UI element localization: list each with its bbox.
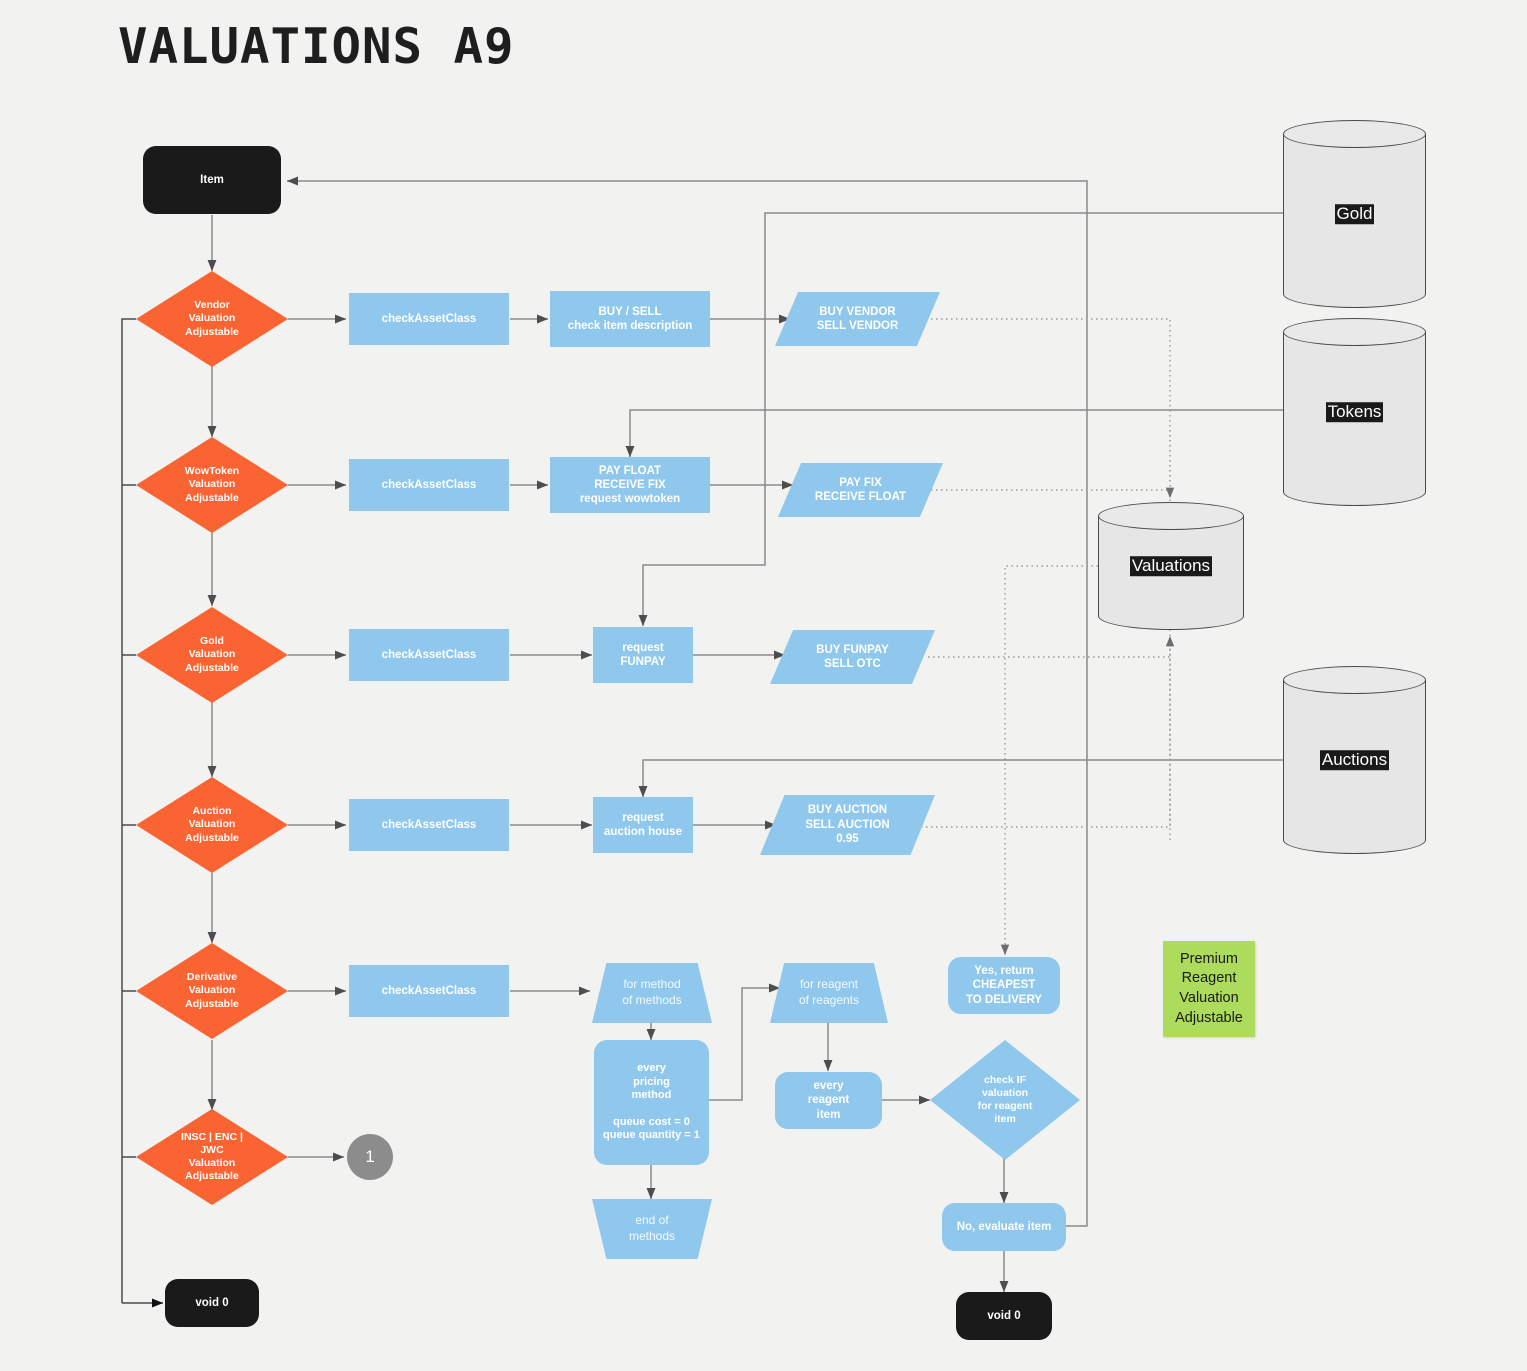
- decision-gold-valuation[interactable]: Gold Valuation Adjustable: [136, 607, 288, 703]
- cylinder-top: [1283, 318, 1426, 346]
- loop-end-of-methods[interactable]: end of methods: [592, 1199, 712, 1259]
- loop-for-reagent-of-reagents[interactable]: for reagent of reagents: [770, 963, 888, 1023]
- process-check-asset-class-gold[interactable]: checkAssetClass: [349, 629, 509, 681]
- output-buy-sell-auction[interactable]: BUY AUCTION SELL AUCTION 0.95: [760, 795, 935, 855]
- database-label: Auctions: [1319, 750, 1390, 770]
- trapezoid-shape: [770, 963, 888, 1023]
- process-yes-return-cheapest-to-delivery[interactable]: Yes, return CHEAPEST TO DELIVERY: [948, 957, 1060, 1014]
- sticky-note-text: Premium Reagent Valuation Adjustable: [1175, 950, 1243, 1026]
- node-void-zero-left[interactable]: void 0: [165, 1279, 259, 1327]
- page-title: VALUATIONS A9: [118, 18, 515, 75]
- database-valuations[interactable]: Valuations: [1098, 502, 1244, 630]
- database-label: Tokens: [1325, 402, 1384, 422]
- decision-vendor-valuation[interactable]: Vendor Valuation Adjustable: [136, 271, 288, 367]
- cylinder-mask: [1284, 824, 1425, 840]
- decision-auction-valuation[interactable]: Auction Valuation Adjustable: [136, 777, 288, 873]
- process-no-evaluate-item[interactable]: No, evaluate item: [942, 1203, 1066, 1251]
- decision-insc-enc-jwc-valuation[interactable]: INSC | ENC | JWC Valuation Adjustable: [136, 1109, 288, 1205]
- decision-check-if-valuation-for-reagent-item[interactable]: check IF valuation for reagent item: [930, 1040, 1080, 1160]
- parallelogram-shape: [760, 795, 935, 855]
- decision-wowtoken-valuation[interactable]: WowToken Valuation Adjustable: [136, 437, 288, 533]
- output-buy-funpay-sell-otc[interactable]: BUY FUNPAY SELL OTC: [770, 630, 935, 684]
- trapezoid-shape: [592, 963, 712, 1023]
- output-buy-sell-vendor[interactable]: BUY VENDOR SELL VENDOR: [775, 292, 940, 346]
- process-every-pricing-method[interactable]: every pricing method queue cost = 0 queu…: [594, 1040, 709, 1165]
- cylinder-top: [1098, 502, 1244, 530]
- trapezoid-shape: [592, 1199, 712, 1259]
- cylinder-top: [1283, 666, 1426, 694]
- database-gold[interactable]: Gold: [1283, 120, 1426, 308]
- node-void-zero-right[interactable]: void 0: [956, 1292, 1052, 1340]
- database-label-wrap: Valuations: [1098, 556, 1244, 576]
- cylinder-top: [1283, 120, 1426, 148]
- process-request-funpay[interactable]: request FUNPAY: [593, 627, 693, 683]
- parallelogram-shape: [778, 463, 943, 517]
- process-check-asset-class-derivative[interactable]: checkAssetClass: [349, 965, 509, 1017]
- cylinder-mask: [1099, 600, 1243, 616]
- node-start-item[interactable]: Item: [143, 146, 281, 214]
- database-tokens[interactable]: Tokens: [1283, 318, 1426, 506]
- process-check-asset-class-vendor[interactable]: checkAssetClass: [349, 293, 509, 345]
- cylinder-mask: [1284, 476, 1425, 492]
- sticky-note-premium-reagent[interactable]: Premium Reagent Valuation Adjustable: [1163, 941, 1255, 1037]
- process-pay-float-receive-fix[interactable]: PAY FLOAT RECEIVE FIX request wowtoken: [550, 457, 710, 513]
- process-check-asset-class-wowtoken[interactable]: checkAssetClass: [349, 459, 509, 511]
- output-pay-fix-receive-float[interactable]: PAY FIX RECEIVE FLOAT: [778, 463, 943, 517]
- parallelogram-shape: [775, 292, 940, 346]
- database-label-wrap: Auctions: [1283, 750, 1426, 770]
- cylinder-mask: [1284, 278, 1425, 294]
- process-every-reagent-item[interactable]: every reagent item: [775, 1072, 882, 1129]
- parallelogram-shape: [770, 630, 935, 684]
- loop-for-method-of-methods[interactable]: for method of methods: [592, 963, 712, 1023]
- database-auctions[interactable]: Auctions: [1283, 666, 1426, 854]
- process-buy-sell-check-description[interactable]: BUY / SELL check item description: [550, 291, 710, 347]
- process-request-auction-house[interactable]: request auction house: [593, 797, 693, 853]
- database-label-wrap: Tokens: [1283, 402, 1426, 422]
- database-label: Valuations: [1129, 556, 1213, 576]
- database-label: Gold: [1334, 204, 1375, 224]
- process-check-asset-class-auction[interactable]: checkAssetClass: [349, 799, 509, 851]
- offpage-connector-1[interactable]: 1: [347, 1134, 393, 1180]
- decision-derivative-valuation[interactable]: Derivative Valuation Adjustable: [136, 943, 288, 1039]
- database-label-wrap: Gold: [1283, 204, 1426, 224]
